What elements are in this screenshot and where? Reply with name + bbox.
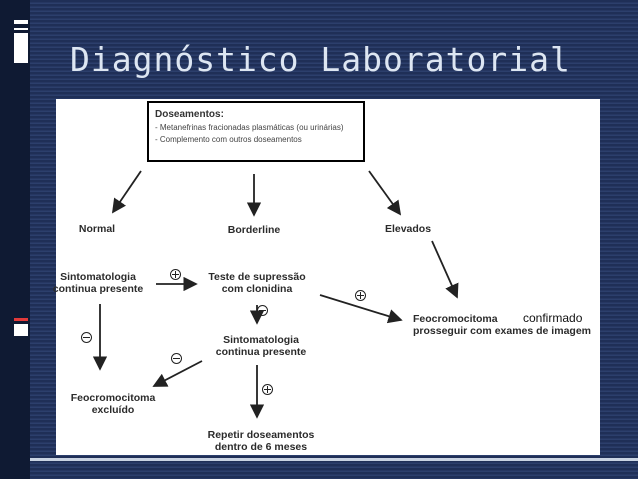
node-sintomatologia-mid: Sintomatologia continua presente [216, 334, 306, 358]
box-line: - Complemento com outros doseamentos [155, 135, 302, 144]
box-line: - Metanefrinas fracionadas plasmáticas (… [155, 123, 344, 132]
stripe-decoration [14, 318, 28, 321]
stripe-decoration [14, 33, 28, 63]
node-label: Sintomatologia [60, 271, 136, 283]
node-label: continua presente [52, 283, 144, 295]
left-stripe [0, 0, 30, 479]
slide-title: Diagnóstico Laboratorial [70, 40, 571, 79]
minus-sign-icon [257, 305, 268, 316]
node-label: Sintomatologia [223, 334, 299, 346]
node-borderline: Borderline [228, 224, 281, 236]
arrow [319, 294, 403, 324]
node-label: excluído [91, 404, 135, 416]
node-label: Teste de supressão [208, 271, 306, 283]
plus-sign-icon [262, 384, 273, 395]
node-repetir-doseamentos: Repetir doseamentos dentro de 6 meses [208, 429, 315, 453]
plus-sign-icon [170, 269, 181, 280]
node-label: com clonidina [221, 283, 293, 295]
doseamentos-box: Doseamentos: - Metanefrinas fracionadas … [147, 101, 365, 162]
stripe-decoration [14, 28, 28, 30]
stripe-decoration [14, 20, 28, 24]
minus-sign-icon [81, 332, 92, 343]
plus-sign-icon [355, 290, 366, 301]
box-title: Doseamentos: [155, 109, 224, 120]
node-label: Feocromocitoma [413, 313, 498, 325]
node-elevados: Elevados [385, 223, 431, 235]
confirmado-label: confirmado [521, 311, 585, 325]
node-normal: Normal [79, 223, 115, 235]
bottom-divider [30, 458, 638, 461]
node-label: Repetir doseamentos [207, 429, 315, 441]
node-label: prosseguir com exames de imagem [413, 325, 591, 337]
node-feocromocitoma-excluido: Feocromocitoma excluído [71, 392, 156, 416]
node-label: Elevados [384, 223, 432, 235]
node-sintomatologia-left: Sintomatologia continua presente [53, 271, 143, 295]
node-label: Borderline [227, 224, 281, 236]
minus-sign-icon [171, 353, 182, 364]
stripe-decoration [14, 324, 28, 336]
flowchart-arrows [92, 170, 459, 419]
node-label: continua presente [215, 346, 307, 358]
arrow [368, 170, 402, 216]
node-feocromocitoma-imagem: Feocromocitoma prosseguir com exames de … [413, 313, 591, 337]
arrow [431, 240, 459, 299]
node-label: dentro de 6 meses [214, 441, 308, 453]
node-label: Normal [78, 223, 116, 235]
node-label: Feocromocitoma [70, 392, 156, 404]
arrow [111, 170, 142, 214]
arrow [152, 360, 203, 387]
node-teste-supressao: Teste de supressão com clonidina [208, 271, 305, 295]
flowchart-panel: Doseamentos: - Metanefrinas fracionadas … [53, 99, 600, 455]
